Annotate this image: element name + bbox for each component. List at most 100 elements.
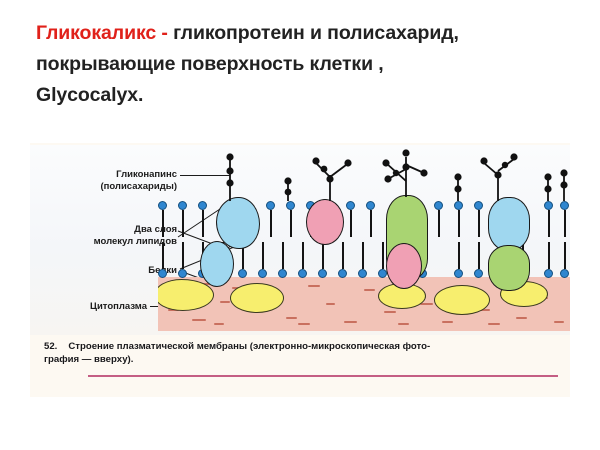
lipid-head-icon: [560, 269, 569, 278]
lipid-tail-icon: [341, 242, 344, 269]
lipid-tail-icon: [437, 210, 440, 237]
title-line-3: Glycocalyx.: [36, 84, 144, 106]
glycocalyx-chain-icon: [284, 177, 292, 201]
cytoplasm-vesicle: [230, 283, 284, 313]
glycocalyx-chain-icon: [544, 173, 552, 201]
lipid-tail-icon: [281, 242, 284, 269]
lipid-head-icon: [474, 201, 483, 210]
phospholipid-upper: [366, 201, 375, 237]
lipid-tail-icon: [381, 242, 384, 269]
glycocalyx-chain-icon: [382, 149, 428, 197]
phospholipid-upper: [434, 201, 443, 237]
lipid-tail-icon: [181, 242, 184, 269]
title-line-1-rest: гликопротеин и полисахарид,: [167, 22, 459, 44]
phospholipid-lower: [560, 242, 569, 278]
lipid-tail-icon: [261, 242, 264, 269]
label-proteins: Белки: [32, 265, 177, 277]
glycocalyx-chain-icon: [454, 173, 462, 201]
figure-caption-line2: графия — вверху).: [44, 353, 134, 365]
lipid-head-icon: [544, 269, 553, 278]
figure-caption-line1: Строение плазматической мембраны (электр…: [68, 341, 431, 352]
phospholipid-upper: [286, 201, 295, 237]
lipid-head-icon: [266, 201, 275, 210]
phospholipid-lower: [454, 242, 463, 278]
lipid-head-icon: [366, 201, 375, 210]
lipid-head-icon: [278, 269, 287, 278]
figure-number: 52.: [44, 341, 58, 352]
lipid-tail-icon: [301, 242, 304, 269]
lipid-head-icon: [560, 201, 569, 210]
lipid-tail-icon: [321, 242, 324, 269]
phospholipid-lower: [298, 242, 307, 278]
lipid-head-icon: [318, 269, 327, 278]
lipid-head-icon: [286, 201, 295, 210]
protein-transmembrane-green-lower: [488, 245, 530, 291]
lipid-tail-icon: [161, 242, 164, 269]
title-line-1: Гликокаликс - гликопротеин и полисахарид…: [36, 18, 576, 49]
glycocalyx-chain-icon: [480, 153, 518, 201]
phospholipid-upper: [158, 201, 167, 237]
lipid-head-icon: [474, 269, 483, 278]
lipid-head-icon: [358, 269, 367, 278]
phospholipid-lower: [238, 242, 247, 278]
lipid-head-icon: [238, 269, 247, 278]
label-cytoplasm: Цитоплазма: [90, 301, 147, 312]
phospholipid-lower: [278, 242, 287, 278]
phospholipid-upper: [474, 201, 483, 237]
phospholipid-lower: [158, 242, 167, 278]
protein-transmembrane-blue: [488, 197, 530, 251]
label-glycocalyx: Гликонапинс (полисахариды): [32, 169, 177, 193]
lipid-head-icon: [158, 269, 167, 278]
lipid-tail-icon: [241, 242, 244, 269]
phospholipid-lower: [358, 242, 367, 278]
lipid-bilayer: [158, 145, 570, 335]
lipid-tail-icon: [201, 210, 204, 237]
label-bilayer-line1: Два слоя: [134, 224, 177, 235]
glycocalyx-chain-icon: [560, 169, 568, 201]
caption-divider: [88, 375, 558, 377]
phospholipid-lower: [318, 242, 327, 278]
lipid-tail-icon: [457, 242, 460, 269]
glycocalyx-chain-icon: [312, 157, 352, 201]
label-bilayer-line2: молекул липидов: [93, 236, 177, 247]
lipid-tail-icon: [477, 242, 480, 269]
phospholipid-upper: [198, 201, 207, 237]
protein-integral-pink-lower: [386, 243, 422, 289]
lipid-head-icon: [544, 201, 553, 210]
figure-caption: 52. Строение плазматической мембраны (эле…: [44, 341, 560, 366]
phospholipid-lower: [544, 242, 553, 278]
phospholipid-upper: [544, 201, 553, 237]
lipid-head-icon: [178, 201, 187, 210]
phospholipid-lower: [338, 242, 347, 278]
glycocalyx-chain-icon: [226, 153, 234, 201]
phospholipid-upper: [560, 201, 569, 237]
lipid-tail-icon: [369, 210, 372, 237]
lipid-head-icon: [454, 201, 463, 210]
lipid-head-icon: [338, 269, 347, 278]
phospholipid-lower: [178, 242, 187, 278]
lipid-head-icon: [178, 269, 187, 278]
title-line-2: покрывающие поверхность клетки ,: [36, 53, 384, 75]
lipid-tail-icon: [349, 210, 352, 237]
lipid-head-icon: [346, 201, 355, 210]
label-lipid-bilayer: Два слоя молекул липидов: [32, 224, 177, 248]
cytoplasm-vesicle: [158, 279, 214, 311]
lipid-head-icon: [158, 201, 167, 210]
lipid-head-icon: [198, 201, 207, 210]
leader-glycocalyx: [180, 175, 230, 176]
lipid-tail-icon: [361, 242, 364, 269]
lipid-tail-icon: [289, 210, 292, 237]
protein-peripheral-upper: [216, 197, 260, 249]
phospholipid-lower: [258, 242, 267, 278]
lipid-head-icon: [258, 269, 267, 278]
lipid-tail-icon: [457, 210, 460, 237]
slide-title: Гликокаликс - гликопротеин и полисахарид…: [36, 18, 576, 111]
protein-integral-blue-lower: [200, 241, 234, 287]
phospholipid-upper: [178, 201, 187, 237]
lipid-tail-icon: [477, 210, 480, 237]
phospholipid-upper: [346, 201, 355, 237]
title-keyword: Гликокаликс -: [36, 22, 168, 44]
membrane-diagram: Гликонапинс (полисахариды) Два слоя моле…: [30, 145, 570, 335]
lipid-tail-icon: [269, 210, 272, 237]
phospholipid-upper: [266, 201, 275, 237]
